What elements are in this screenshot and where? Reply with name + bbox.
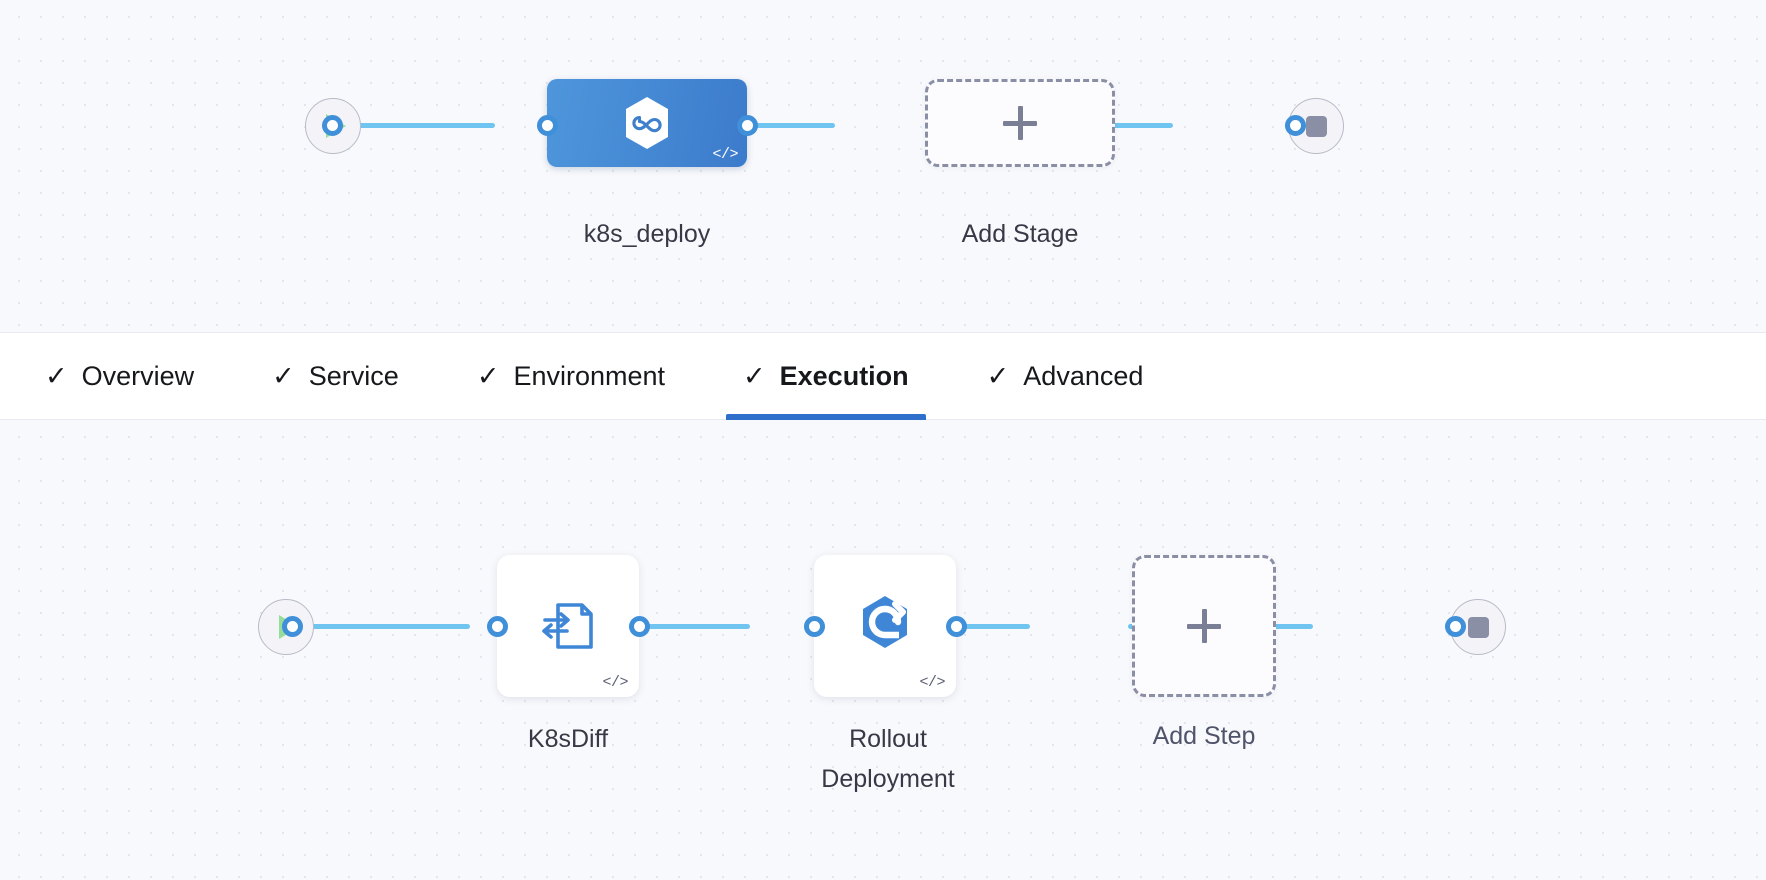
stage-start-port[interactable] (322, 115, 343, 136)
plus-icon (1187, 609, 1221, 643)
connector-start-to-k8sdiff (290, 624, 470, 629)
check-icon: ✓ (743, 360, 766, 391)
stop-icon (1467, 616, 1489, 638)
step-start-port[interactable] (282, 616, 303, 637)
step-node-k8sdiff[interactable]: </> (497, 555, 639, 697)
step-label-k8sdiff: K8sDiff (527, 725, 609, 753)
step-node-rollout-deployment[interactable]: </> (814, 555, 956, 697)
check-icon: ✓ (45, 360, 68, 391)
stage-label-k8s-deploy: k8s_deploy (583, 220, 711, 248)
rollout-output-port[interactable] (946, 616, 967, 637)
tab-environment-label: Environment (513, 360, 666, 391)
tab-execution[interactable]: ✓ Execution (726, 333, 926, 420)
tab-advanced[interactable]: ✓ Advanced (970, 333, 1161, 419)
tab-overview[interactable]: ✓ Overview (28, 333, 211, 419)
check-icon: ✓ (986, 360, 1010, 391)
add-stage-button[interactable] (925, 79, 1115, 167)
rollout-deployment-hexagon-icon (863, 596, 907, 648)
connector-k8sdiff-to-rollout (570, 624, 750, 629)
tab-execution-label: Execution (779, 360, 909, 391)
stage-flow: </> k8s_deploy Add Stage (0, 0, 1766, 332)
add-step-label: Add Step (1152, 722, 1256, 750)
add-step-button[interactable] (1132, 555, 1276, 697)
rollout-input-port[interactable] (804, 616, 825, 637)
step-flow: </> K8sDiff </> Rollout Deployment (0, 420, 1766, 880)
step-end-port[interactable] (1445, 616, 1466, 637)
tab-environment[interactable]: ✓ Environment (460, 333, 682, 419)
stage-code-badge-icon: </> (712, 146, 738, 163)
stage-output-port[interactable] (737, 115, 758, 136)
connector-start-to-stage (330, 123, 495, 128)
tab-service-label: Service (308, 360, 399, 391)
k8s-diff-document-icon (542, 603, 593, 649)
execution-graph-canvas[interactable]: </> K8sDiff </> Rollout Deployment (0, 420, 1766, 880)
harness-cd-hexagon-icon (626, 97, 668, 149)
check-icon: ✓ (476, 360, 500, 391)
step-label-rollout-deployment: Rollout Deployment (821, 725, 955, 793)
tab-overview-label: Overview (81, 360, 195, 391)
check-icon: ✓ (272, 360, 295, 391)
k8sdiff-output-port[interactable] (629, 616, 650, 637)
stage-config-tabbar: ✓ Overview ✓ Service ✓ Environment ✓ Exe… (0, 332, 1766, 420)
stage-end-port[interactable] (1285, 115, 1306, 136)
step-code-badge-icon: </> (919, 674, 945, 691)
k8sdiff-input-port[interactable] (487, 616, 508, 637)
plus-icon (1003, 106, 1037, 140)
step-code-badge-icon: </> (602, 674, 628, 691)
tab-service[interactable]: ✓ Service (255, 333, 416, 419)
tab-advanced-label: Advanced (1023, 360, 1144, 391)
stage-node-k8s-deploy[interactable]: </> (547, 79, 747, 167)
stop-icon (1305, 115, 1327, 137)
add-stage-label: Add Stage (961, 220, 1079, 248)
stage-input-port[interactable] (537, 115, 558, 136)
stage-graph-canvas[interactable]: </> k8s_deploy Add Stage (0, 0, 1766, 332)
